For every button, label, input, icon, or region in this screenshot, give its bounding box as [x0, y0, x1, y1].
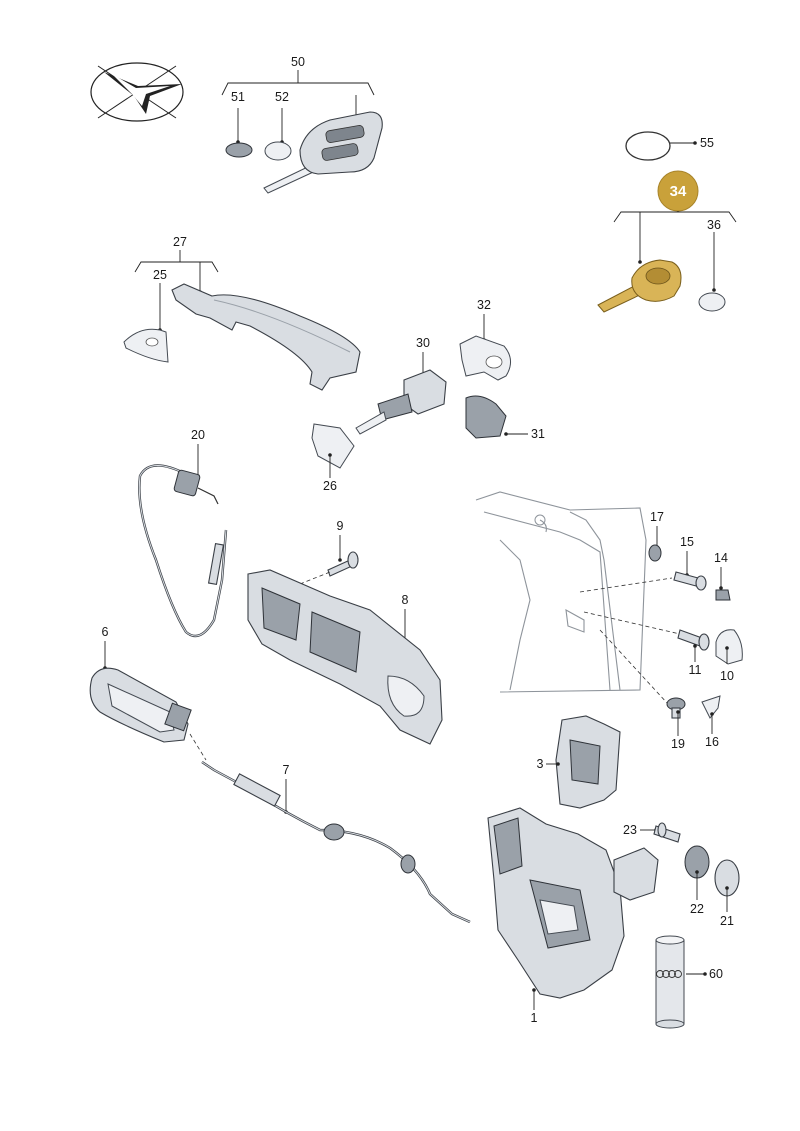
bowden-cable-upper-group: 20	[138, 428, 228, 638]
key-set-group: 50 51 52	[221, 55, 383, 194]
inner-handle-group: 6	[89, 625, 192, 743]
coin-battery-part	[264, 141, 292, 161]
callout-17: 17	[650, 510, 664, 524]
cap-part-14	[715, 589, 731, 601]
sealing-ring-group: 55	[625, 131, 714, 161]
grease-tube-group: 60	[655, 935, 723, 1029]
callout-22: 22	[690, 902, 704, 916]
callout-51: 51	[231, 90, 245, 104]
callout-9: 9	[337, 519, 344, 533]
key-blank-part	[597, 259, 682, 313]
inner-door-handle-part	[89, 667, 192, 743]
callout-16: 16	[705, 735, 719, 749]
callout-1: 1	[531, 1011, 538, 1025]
callout-19: 19	[671, 737, 685, 751]
outer-door-handle-part	[171, 283, 361, 391]
callout-15: 15	[680, 535, 694, 549]
four-rings-logo-icon	[656, 970, 682, 978]
callout-27: 27	[173, 235, 187, 249]
handle-carrier-group: 8	[247, 569, 443, 745]
callout-55: 55	[700, 136, 714, 150]
door-body-structure	[475, 491, 681, 705]
callout-21: 21	[720, 914, 734, 928]
sealing-ring-part	[625, 131, 671, 161]
callout-34: 34	[670, 183, 687, 200]
bracket-3-group: 3	[537, 715, 621, 809]
key-blank-group: 34 36	[597, 170, 737, 313]
grease-tube-part	[655, 935, 685, 1029]
callout-7: 7	[283, 763, 290, 777]
bolt-part-11	[677, 629, 703, 647]
callout-30: 30	[416, 336, 430, 350]
cylinder-cover-part	[459, 335, 511, 381]
manufacturer-logo-icon	[90, 62, 184, 122]
callout-50: 50	[291, 55, 305, 69]
lock-cylinder-part	[355, 369, 447, 435]
trim-cap-part	[311, 423, 355, 469]
callout-11: 11	[689, 663, 702, 677]
callout-60: 60	[709, 967, 723, 981]
cylinder-cap-part	[465, 395, 507, 439]
cover-part-10	[715, 629, 743, 665]
callout-10: 10	[720, 669, 734, 683]
outer-handle-group: 27 25	[123, 235, 361, 391]
callout-14: 14	[714, 551, 728, 565]
fasteners-group: 17 15 14 11 10 19 16	[648, 510, 743, 751]
plug-part-17	[648, 544, 662, 562]
remote-key-icon	[263, 111, 383, 194]
callout-52: 52	[275, 90, 289, 104]
handle-gasket-part	[123, 328, 169, 363]
callout-36: 36	[707, 218, 721, 232]
callout-8: 8	[402, 593, 409, 607]
screw-9-group: 9	[299, 519, 359, 585]
door-lock-group: 1	[487, 807, 659, 1025]
lock-cylinder-group: 32 30 31 26	[311, 298, 545, 493]
callout-32: 32	[477, 298, 491, 312]
callout-25: 25	[153, 268, 167, 282]
callout-23: 23	[623, 823, 637, 837]
callout-3: 3	[537, 757, 544, 771]
battery-part-36	[698, 292, 726, 312]
striker-group: 23 22 21	[623, 822, 740, 928]
callout-6: 6	[102, 625, 109, 639]
battery-cover-part	[225, 142, 253, 158]
door-lock-part	[487, 807, 659, 999]
callout-26: 26	[323, 479, 337, 493]
callout-20: 20	[191, 428, 205, 442]
bowden-cable-lower-group: 7	[189, 733, 471, 924]
handle-carrier-part	[247, 569, 443, 745]
cap-part-16	[701, 695, 721, 719]
callout-31: 31	[531, 427, 545, 441]
